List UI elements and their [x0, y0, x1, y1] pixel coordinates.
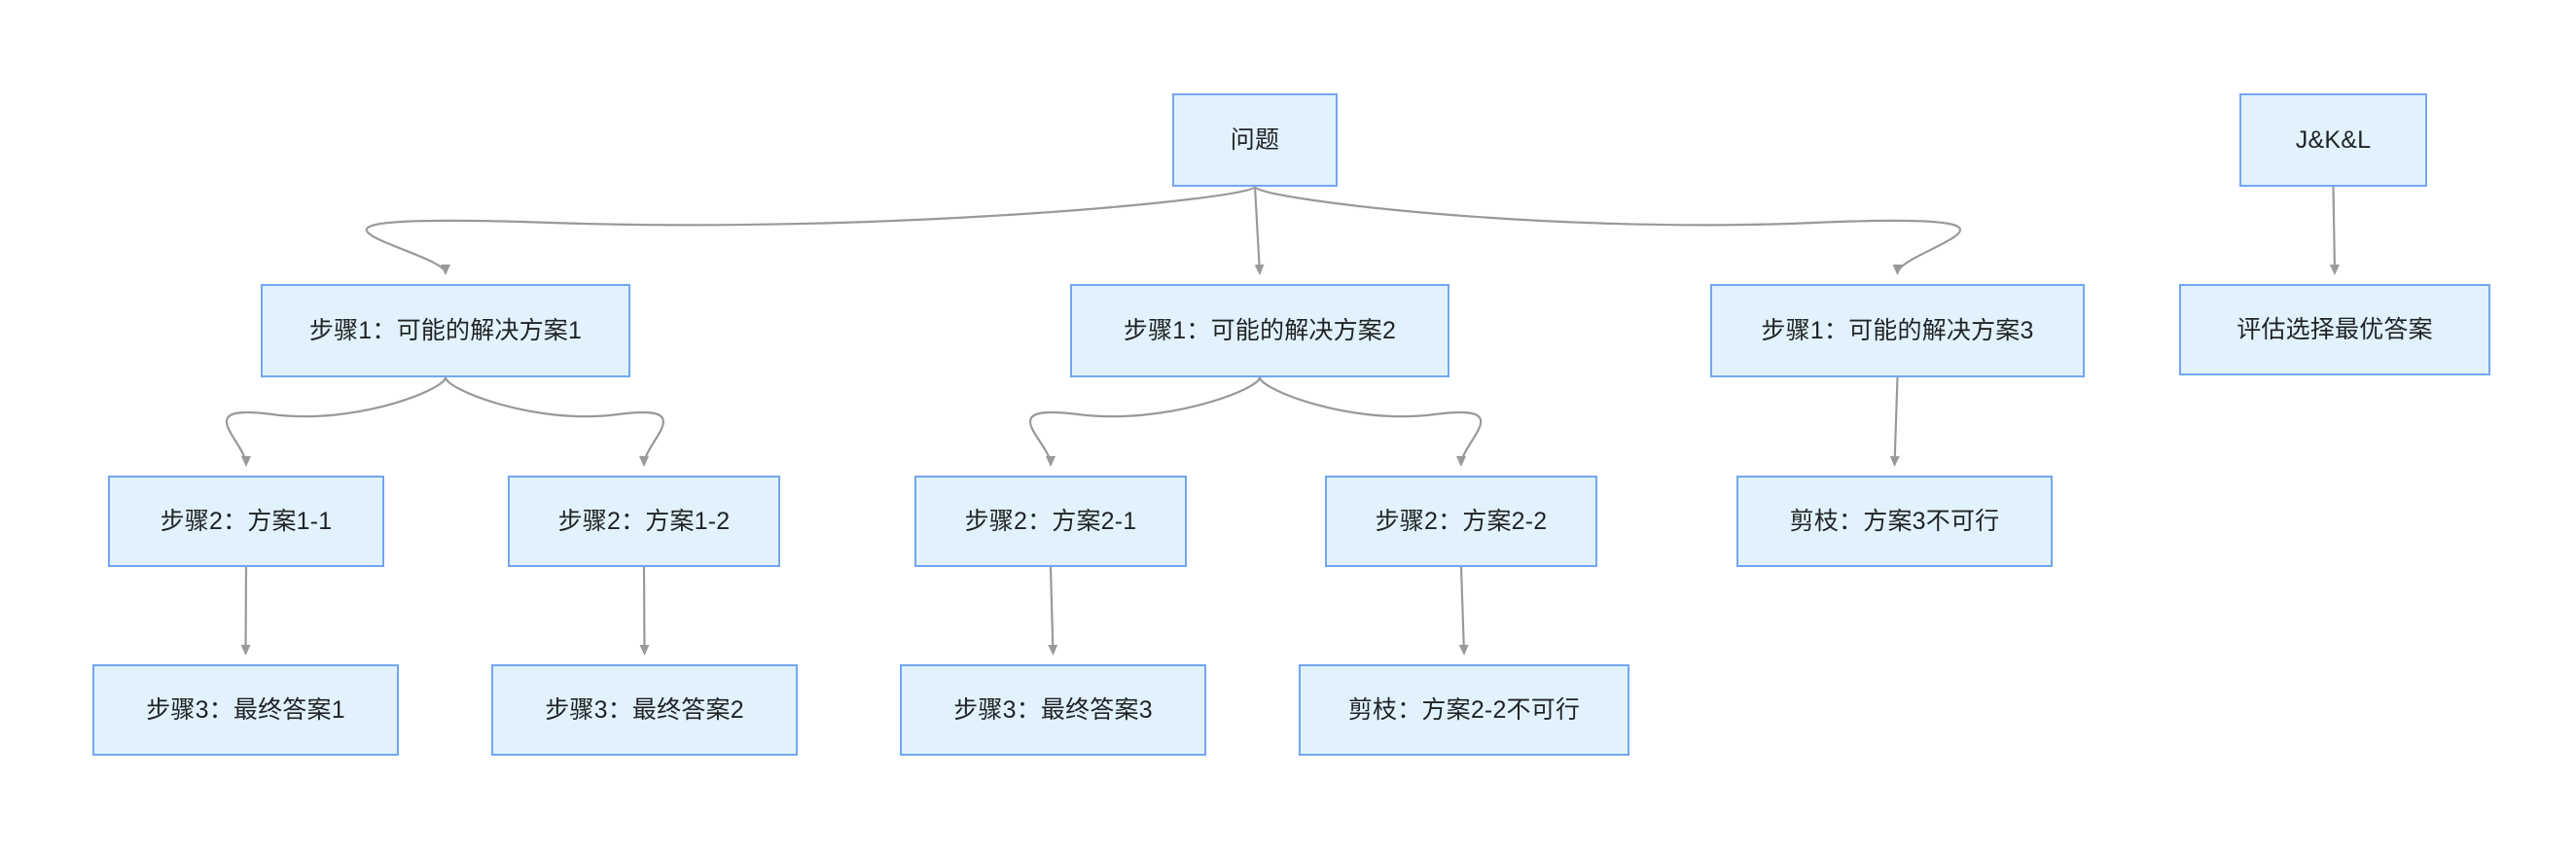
node-label: 步骤2：方案2-2: [1375, 508, 1548, 535]
edge-e-to-e2: [240, 566, 251, 656]
node-h2[interactable]: 剪枝：方案2-2不可行: [1299, 664, 1629, 756]
node-label: 剪枝：方案2-2不可行: [1347, 696, 1581, 724]
node-label: 评估选择最优答案: [2236, 316, 2433, 343]
edge-h-to-h2: [1458, 566, 1469, 656]
node-b[interactable]: 步骤1：可能的解决方案1: [261, 284, 630, 377]
node-f2[interactable]: 步骤3：最终答案2: [491, 664, 798, 756]
node-h[interactable]: 步骤2：方案2-2: [1325, 476, 1597, 567]
edge-a-to-c: [1253, 186, 1265, 275]
edge-b-to-f: [444, 376, 664, 467]
node-f[interactable]: 步骤2：方案1-2: [508, 476, 780, 567]
node-e[interactable]: 步骤2：方案1-1: [108, 476, 384, 567]
node-label: 步骤2：方案2-1: [964, 508, 1137, 535]
node-label: 步骤3：最终答案2: [545, 696, 744, 724]
node-label: 步骤1：可能的解决方案2: [1123, 317, 1397, 344]
edge-c-to-g: [1028, 376, 1262, 467]
edge-b-to-e: [225, 376, 447, 467]
node-d[interactable]: 步骤1：可能的解决方案3: [1710, 284, 2085, 377]
node-label: 问题: [1230, 126, 1280, 154]
edge-g-to-g2: [1048, 566, 1058, 656]
edge-c-to-h: [1258, 376, 1483, 467]
node-e2[interactable]: 步骤3：最终答案1: [92, 664, 399, 756]
node-label: 剪枝：方案3不可行: [1789, 508, 2000, 535]
edge-a-to-b: [366, 185, 1257, 275]
node-label: 步骤3：最终答案3: [953, 696, 1153, 724]
node-label: J&K&L: [2295, 126, 2372, 154]
node-a[interactable]: 问题: [1172, 93, 1338, 187]
node-label: 步骤3：最终答案1: [146, 696, 345, 724]
node-label: 步骤2：方案1-2: [557, 508, 731, 535]
edge-j-to-k: [2329, 186, 2340, 275]
edge-a-to-d: [1253, 185, 1961, 275]
node-label: 步骤1：可能的解决方案1: [308, 317, 583, 344]
node-i[interactable]: 剪枝：方案3不可行: [1736, 476, 2053, 567]
edge-f-to-f2: [639, 566, 650, 656]
node-g2[interactable]: 步骤3：最终答案3: [900, 664, 1206, 756]
node-label: 步骤1：可能的解决方案3: [1761, 317, 2034, 344]
node-k[interactable]: 评估选择最优答案: [2179, 284, 2490, 375]
node-j[interactable]: J&K&L: [2239, 93, 2427, 187]
node-label: 步骤2：方案1-1: [160, 508, 333, 535]
node-c[interactable]: 步骤1：可能的解决方案2: [1070, 284, 1449, 377]
node-g[interactable]: 步骤2：方案2-1: [914, 476, 1187, 567]
edge-d-to-i: [1889, 376, 1900, 467]
